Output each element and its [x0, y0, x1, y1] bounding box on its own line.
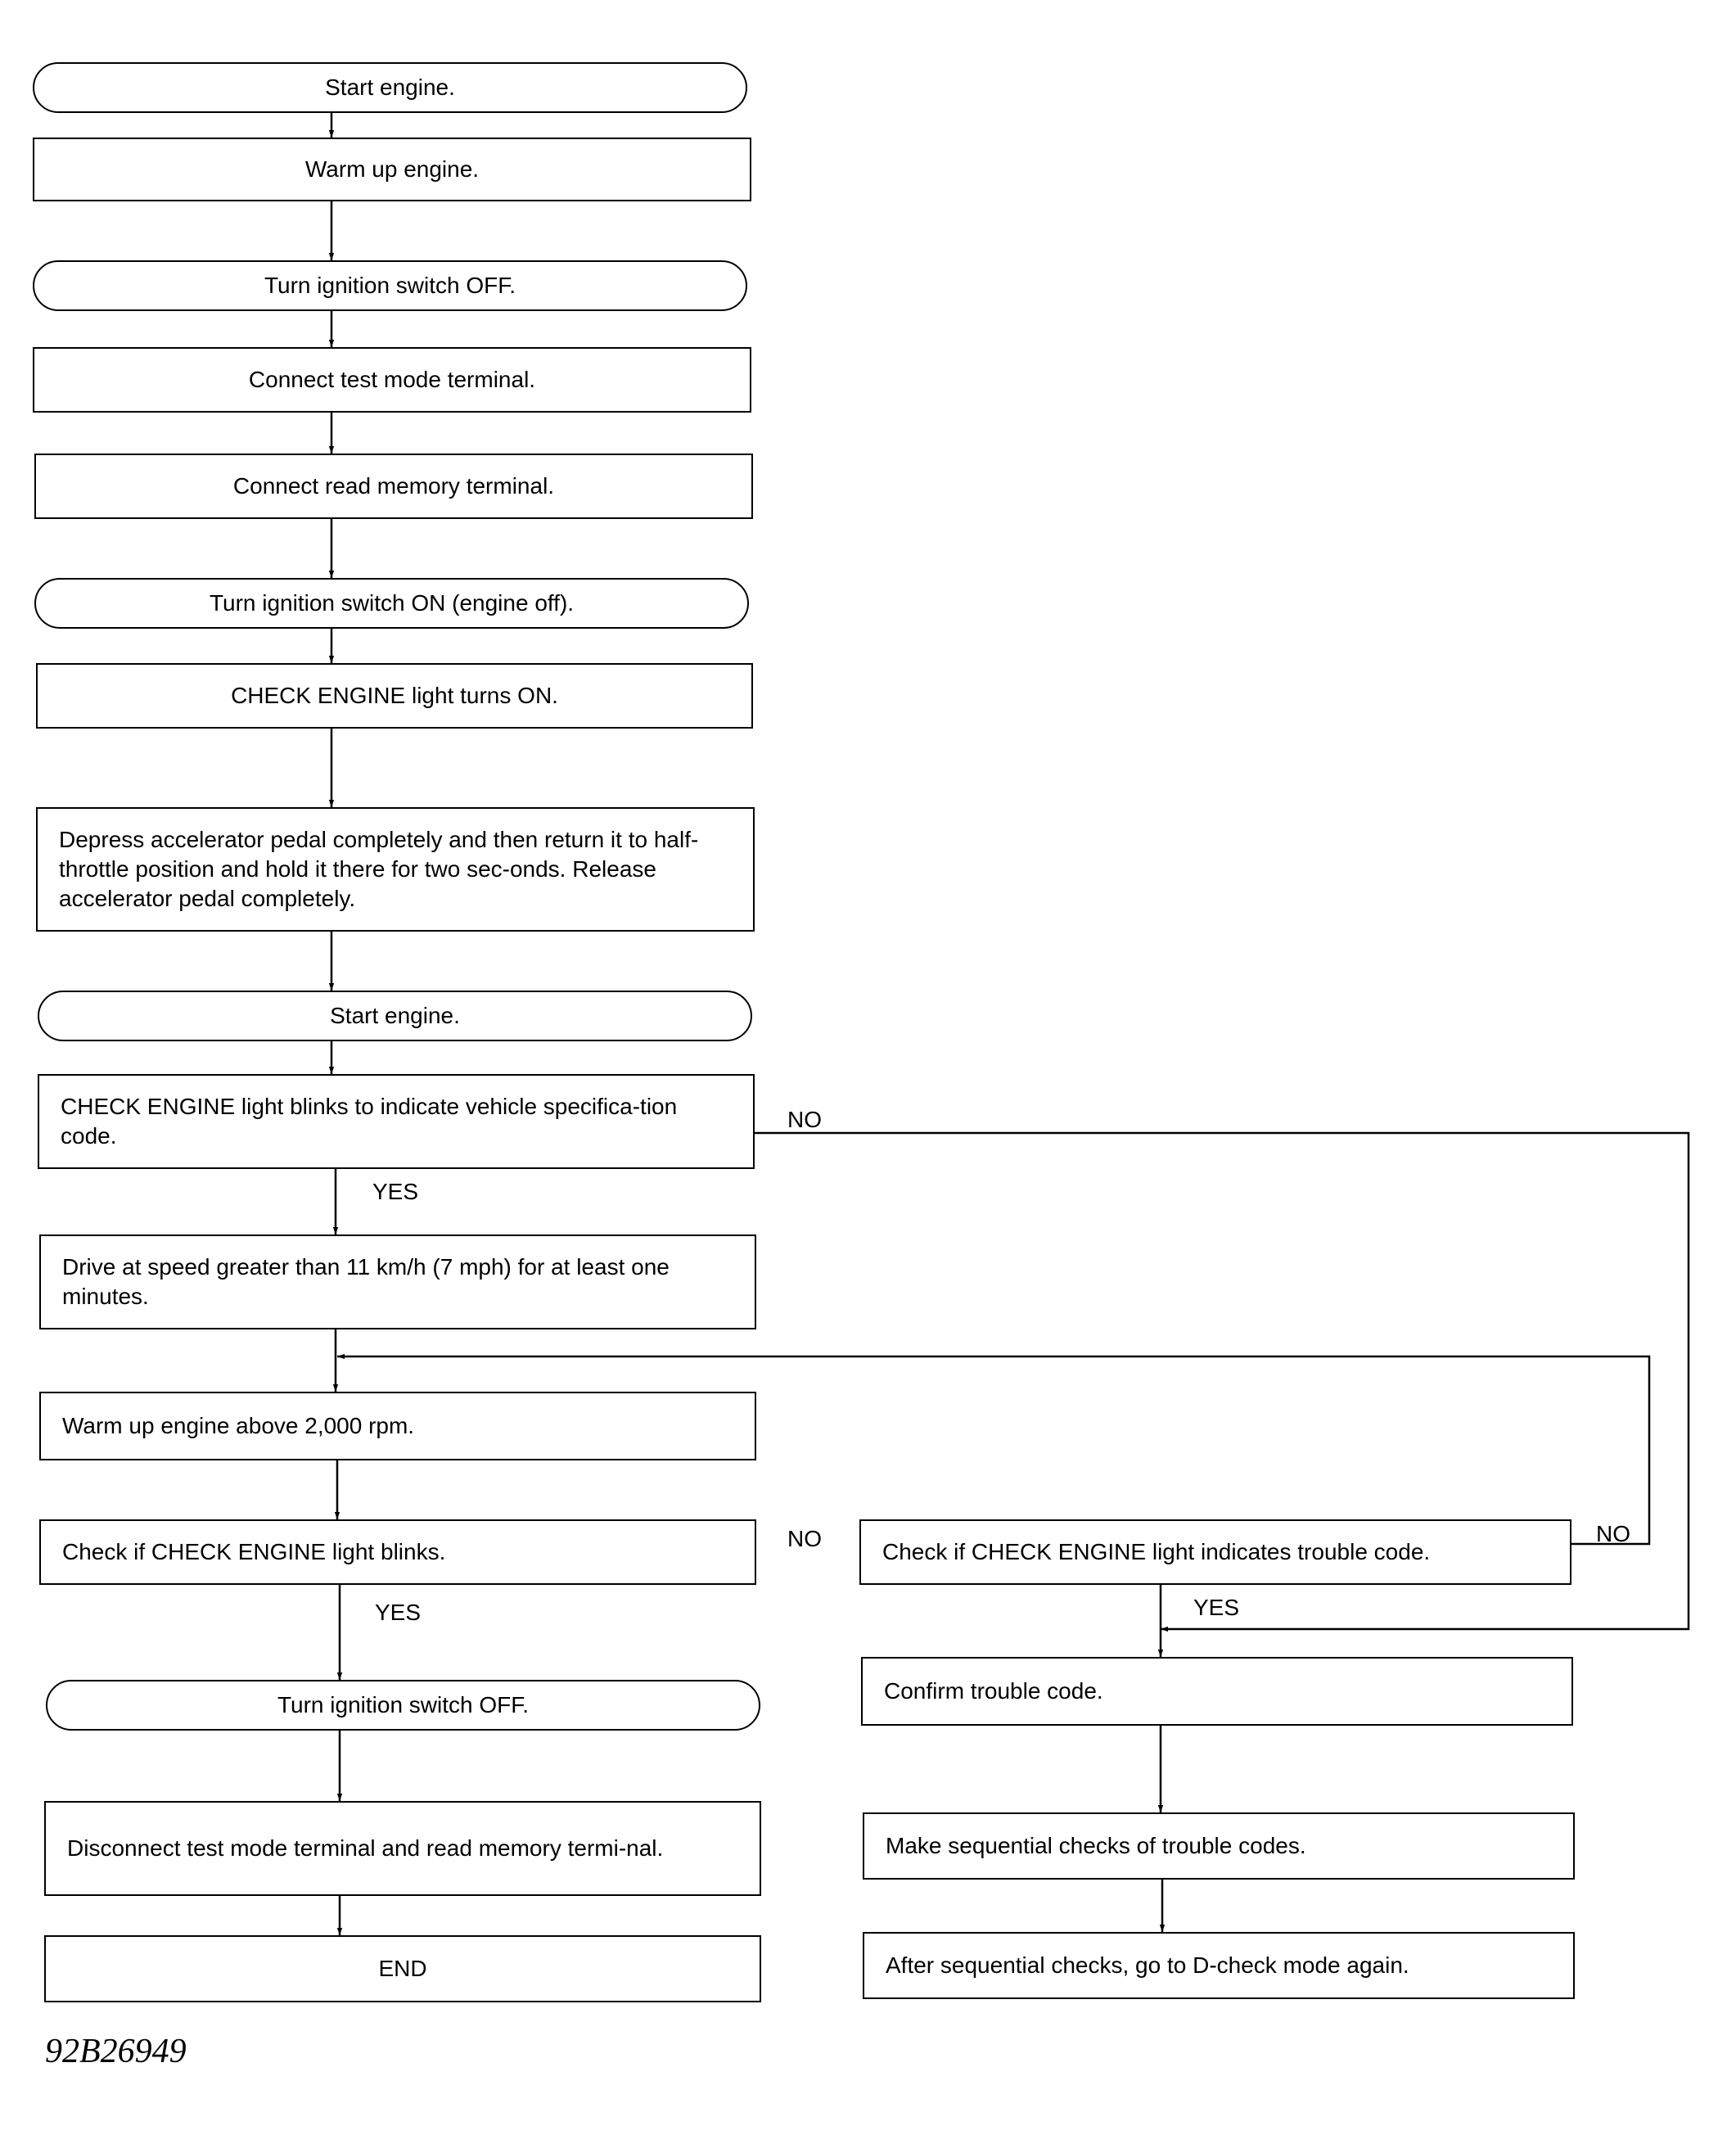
label-trouble-yes: YES: [1193, 1595, 1240, 1620]
label-check-blink-no: NO: [787, 1526, 822, 1551]
figure-id: 92B26949: [45, 2033, 187, 2070]
step-start-engine: Start engine.: [33, 62, 747, 113]
step-warm-up-engine: Warm up engine.: [33, 138, 751, 201]
step-check-trouble-code: Check if CHECK ENGINE light indicates tr…: [859, 1519, 1571, 1585]
step-disconnect-terminals: Disconnect test mode terminal and read m…: [44, 1801, 761, 1896]
step-connect-test-mode: Connect test mode terminal.: [33, 347, 751, 413]
arrow-speccode-no-path: [755, 1131, 1690, 1632]
step-sequential-checks: Make sequential checks of trouble codes.: [863, 1812, 1575, 1880]
step-ignition-off-2: Turn ignition switch OFF.: [46, 1680, 760, 1731]
step-connect-read-memory: Connect read memory terminal.: [34, 454, 753, 519]
step-drive: Drive at speed greater than 11 km/h (7 m…: [39, 1234, 756, 1329]
step-check-light-blinks: Check if CHECK ENGINE light blinks.: [39, 1519, 756, 1585]
label-check-blink-yes: YES: [375, 1600, 422, 1625]
step-accelerator-pedal: Depress accelerator pedal completely and…: [36, 807, 755, 932]
step-check-engine-light-on: CHECK ENGINE light turns ON.: [36, 663, 753, 729]
label-trouble-no: NO: [1596, 1521, 1630, 1546]
step-warm-up-2000rpm: Warm up engine above 2,000 rpm.: [39, 1392, 756, 1460]
step-start-engine-2: Start engine.: [38, 991, 752, 1041]
label-spec-code-no: NO: [787, 1107, 822, 1132]
step-ignition-on: Turn ignition switch ON (engine off).: [34, 578, 749, 629]
label-spec-code-yes: YES: [372, 1179, 419, 1204]
step-ignition-off: Turn ignition switch OFF.: [33, 260, 747, 311]
arrow-trouble-no-loop: [337, 1353, 1651, 1546]
step-end: END: [44, 1935, 761, 2002]
step-after-sequential-checks: After sequential checks, go to D-check m…: [863, 1932, 1575, 1999]
step-confirm-trouble-code: Confirm trouble code.: [861, 1657, 1573, 1726]
step-spec-code-blinks: CHECK ENGINE light blinks to indicate ve…: [38, 1074, 755, 1169]
